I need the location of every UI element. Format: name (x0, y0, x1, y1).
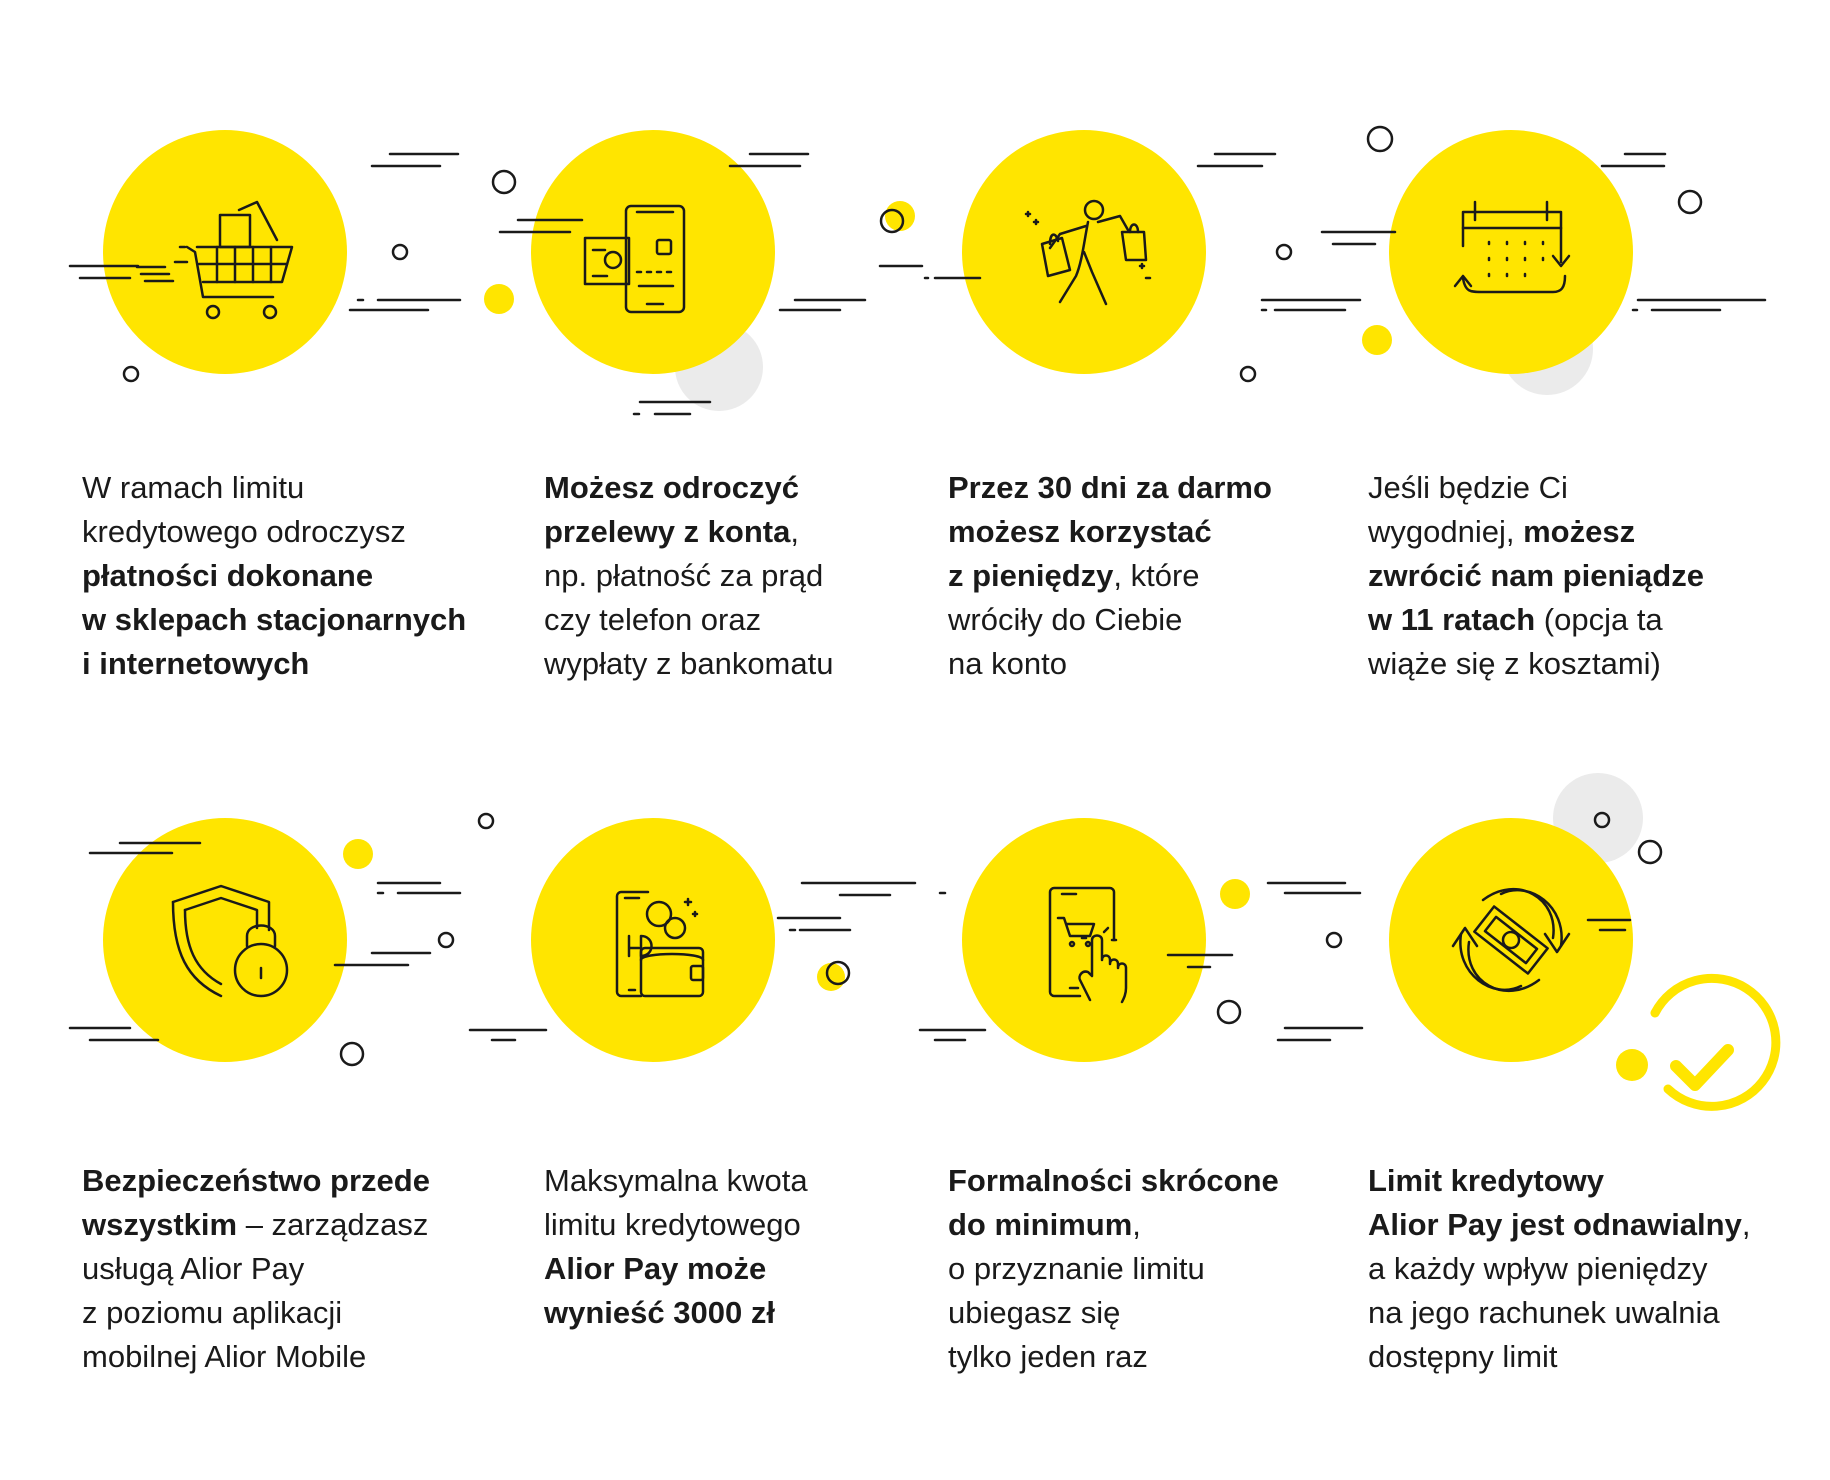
description-bold-text: w 11 ratach (1368, 602, 1536, 637)
description-text: (opcja ta (1535, 602, 1663, 637)
description-text: W ramach limitu (82, 470, 305, 505)
description-text: wypłaty z bankomatu (544, 646, 834, 681)
description-text: wróciły do Ciebie (948, 602, 1183, 637)
feature-circle-6 (531, 818, 775, 1062)
decor-yellow-dot (1616, 1049, 1648, 1081)
description-text: , które (1113, 558, 1200, 593)
description-bold-text: wszystkim (82, 1207, 238, 1242)
description-bold-text: płatności dokonane (82, 558, 374, 593)
description-text: czy telefon oraz (544, 602, 762, 637)
description-bold-text: wynieść 3000 zł (544, 1295, 775, 1330)
description-text: dostępny limit (1368, 1339, 1558, 1374)
description-text: kredytowego odroczysz (82, 514, 406, 549)
description-text: a każdy wpływ pieniędzy (1368, 1251, 1708, 1286)
description-text: z poziomu aplikacji (82, 1295, 343, 1330)
description-bold-text: możesz (1523, 514, 1636, 549)
feature-description-2: Możesz odroczyć przelewy z konta, np. płat… (544, 466, 939, 686)
description-bold-text: Limit kredytowy (1368, 1163, 1604, 1198)
description-text: wiąże się z kosztami) (1368, 646, 1661, 681)
shield-lock-icon (171, 884, 289, 998)
feature-circle-4 (1389, 130, 1633, 374)
description-bold-text: Możesz odroczyć (544, 470, 799, 505)
feature-description-7: Formalności skrócone do minimum, o przyzna… (948, 1159, 1343, 1379)
description-bold-text: przelewy z konta (544, 514, 791, 549)
description-bold-text: do minimum (948, 1207, 1133, 1242)
decor-yellow-dot (484, 284, 514, 314)
decor-speed-lines (68, 152, 1767, 1042)
description-bold-text: Alior Pay jest odnawialny (1368, 1207, 1742, 1242)
description-text: , (1132, 1207, 1141, 1242)
feature-description-4: Jeśli będzie Ci wygodniej, możesz zwrócić … (1368, 466, 1763, 686)
description-text: limitu kredytowego (544, 1207, 801, 1242)
description-text: mobilnej Alior Mobile (82, 1339, 367, 1374)
description-text: wygodniej, (1368, 514, 1524, 549)
description-text: np. płatność za prąd (544, 558, 824, 593)
description-text: , (790, 514, 799, 549)
feature-circle-8 (1389, 818, 1633, 1062)
description-text: Maksymalna kwota (544, 1163, 808, 1198)
description-text: , (1741, 1207, 1751, 1242)
description-bold-text: Przez 30 dni za darmo (948, 470, 1272, 505)
decor-yellow-dot (1362, 325, 1392, 355)
description-text: tylko jeden raz (948, 1339, 1148, 1374)
description-text: na jego rachunek uwalnia (1368, 1295, 1720, 1330)
description-text: ubiegasz się (948, 1295, 1121, 1330)
decor-yellow-dot (817, 963, 845, 991)
feature-circle-1 (103, 130, 347, 374)
decor-yellow-dot (885, 201, 915, 231)
happy-shopper-icon (1024, 199, 1152, 306)
description-bold-text: Alior Pay może (544, 1251, 767, 1286)
description-bold-text: zwrócić nam pieniądze (1368, 558, 1704, 593)
description-text: Jeśli będzie Ci (1368, 470, 1568, 505)
description-bold-text: z pieniędzy (948, 558, 1114, 593)
feature-description-3: Przez 30 dni za darmo możesz korzystać z p… (948, 466, 1343, 686)
feature-description-1: W ramach limitu kredytowego odroczysz płat… (82, 466, 477, 686)
phone-wallet-icon (615, 890, 705, 998)
description-text: o przyznanie limitu (948, 1251, 1205, 1286)
feature-description-5: Bezpieczeństwo przede wszystkim – zarządz… (82, 1159, 477, 1379)
description-bold-text: w sklepach stacjonarnych (82, 602, 467, 637)
decor-yellow-dot (1220, 879, 1250, 909)
description-text: na konto (948, 646, 1067, 681)
phone-tap-cart-icon (1048, 886, 1128, 1004)
description-text: – zarządzasz (237, 1207, 429, 1242)
description-bold-text: możesz korzystać (948, 514, 1212, 549)
description-bold-text: Bezpieczeństwo przede (82, 1163, 430, 1198)
description-bold-text: Formalności skrócone (948, 1163, 1279, 1198)
description-bold-text: i internetowych (82, 646, 310, 681)
feature-circle-2 (531, 130, 775, 374)
phone-payment-icon (583, 204, 686, 314)
shopping-cart-icon (135, 200, 294, 320)
calendar-cycle-icon (1453, 200, 1571, 294)
feature-circle-7 (962, 818, 1206, 1062)
description-text: usługą Alior Pay (82, 1251, 305, 1286)
money-renew-icon (1451, 888, 1571, 992)
feature-circle-5 (103, 818, 347, 1062)
check-circle-icon (1650, 973, 1781, 1111)
decor-outline-circles (122, 125, 1703, 1067)
decor-yellow-dot (343, 839, 373, 869)
